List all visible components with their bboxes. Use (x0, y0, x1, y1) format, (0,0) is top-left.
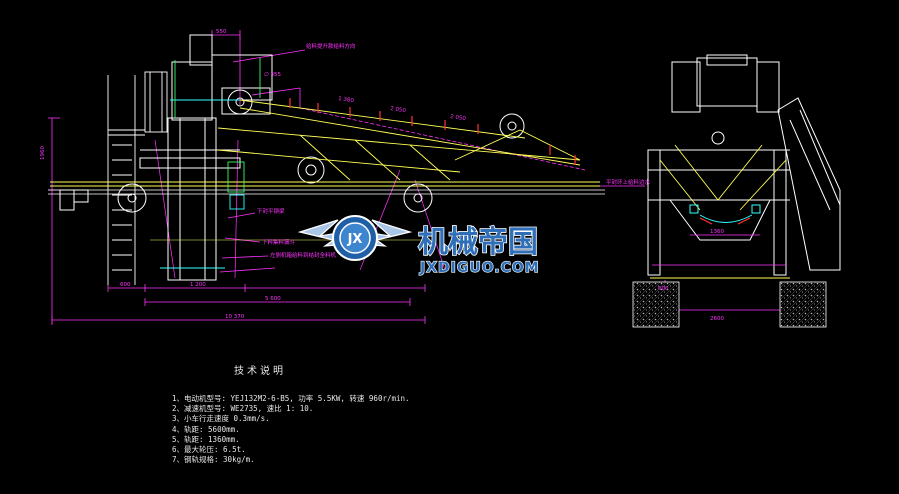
front-elevation: 550 1960 1 380 2 050 2 050 600 1 200 5 6… (40, 29, 605, 325)
watermark-cn: 机械帝国 (418, 225, 538, 260)
svg-text:1960: 1960 (40, 146, 46, 160)
note-item: 3、小车行走速度 0.3mm/s. (172, 414, 270, 424)
side-elevation: 1360 2600 600 平封环上给料边水 (600, 54, 841, 328)
svg-text:下料集料漏斗: 下料集料漏斗 (262, 238, 296, 246)
note-item: 1、电动机型号: YEJ132M2-6-B5, 功率 5.5KW, 转速 960… (172, 394, 410, 403)
logo-emblem-text: JX (347, 232, 363, 247)
rail (48, 189, 605, 195)
main-column (139, 34, 273, 281)
dimension-texts: 550 1960 1 380 2 050 2 050 600 1 200 5 6… (40, 29, 467, 320)
svg-text:2 050: 2 050 (390, 106, 407, 114)
svg-text:2600: 2600 (710, 316, 724, 322)
svg-text:左侧机箱给料到结封全料机: 左侧机箱给料到结封全料机 (270, 251, 337, 259)
notes-title: 技术说明 (234, 366, 286, 377)
note-item: 2、减速机型号: WE2735, 速比 1: 10. (172, 404, 314, 414)
svg-text:1360: 1360 (710, 229, 724, 235)
svg-text:600: 600 (120, 282, 131, 288)
drive-drum (221, 87, 525, 184)
svg-text:给料提升款给料方向: 给料提升款给料方向 (306, 42, 356, 50)
svg-text:平封环上给料边水: 平封环上给料边水 (606, 178, 651, 186)
note-item: 6、最大轮压: 6.5t. (172, 445, 246, 455)
svg-text:下封平钢梁: 下封平钢梁 (257, 207, 285, 215)
svg-text:1 200: 1 200 (190, 282, 206, 288)
dimension-lines (48, 30, 586, 325)
wheels (59, 183, 433, 213)
svg-text:2 050: 2 050 (450, 114, 467, 122)
note-item: 5、轨距: 1360mm. (172, 434, 240, 444)
note-item: 7、钢轨规格: 30kg/m. (172, 455, 255, 465)
note-item: 4、轨距: 5600mm. (172, 424, 240, 434)
conveyor-truss (50, 99, 600, 241)
watermark-logo: JX 机械帝国 JXDIGUO.COM (297, 215, 540, 277)
ladder (107, 71, 168, 285)
notes-list: 1、电动机型号: YEJ132M2-6-B5, 功率 5.5KW, 转速 960… (172, 394, 410, 465)
svg-text:5 600: 5 600 (265, 296, 281, 302)
watermark-en: JXDIGUO.COM (419, 260, 540, 276)
svg-text:∅ 355: ∅ 355 (264, 72, 282, 78)
svg-text:1 380: 1 380 (338, 96, 355, 104)
idlers (289, 98, 576, 165)
svg-text:550: 550 (216, 29, 227, 35)
svg-text:600: 600 (658, 286, 669, 292)
svg-text:10 370: 10 370 (225, 314, 245, 320)
